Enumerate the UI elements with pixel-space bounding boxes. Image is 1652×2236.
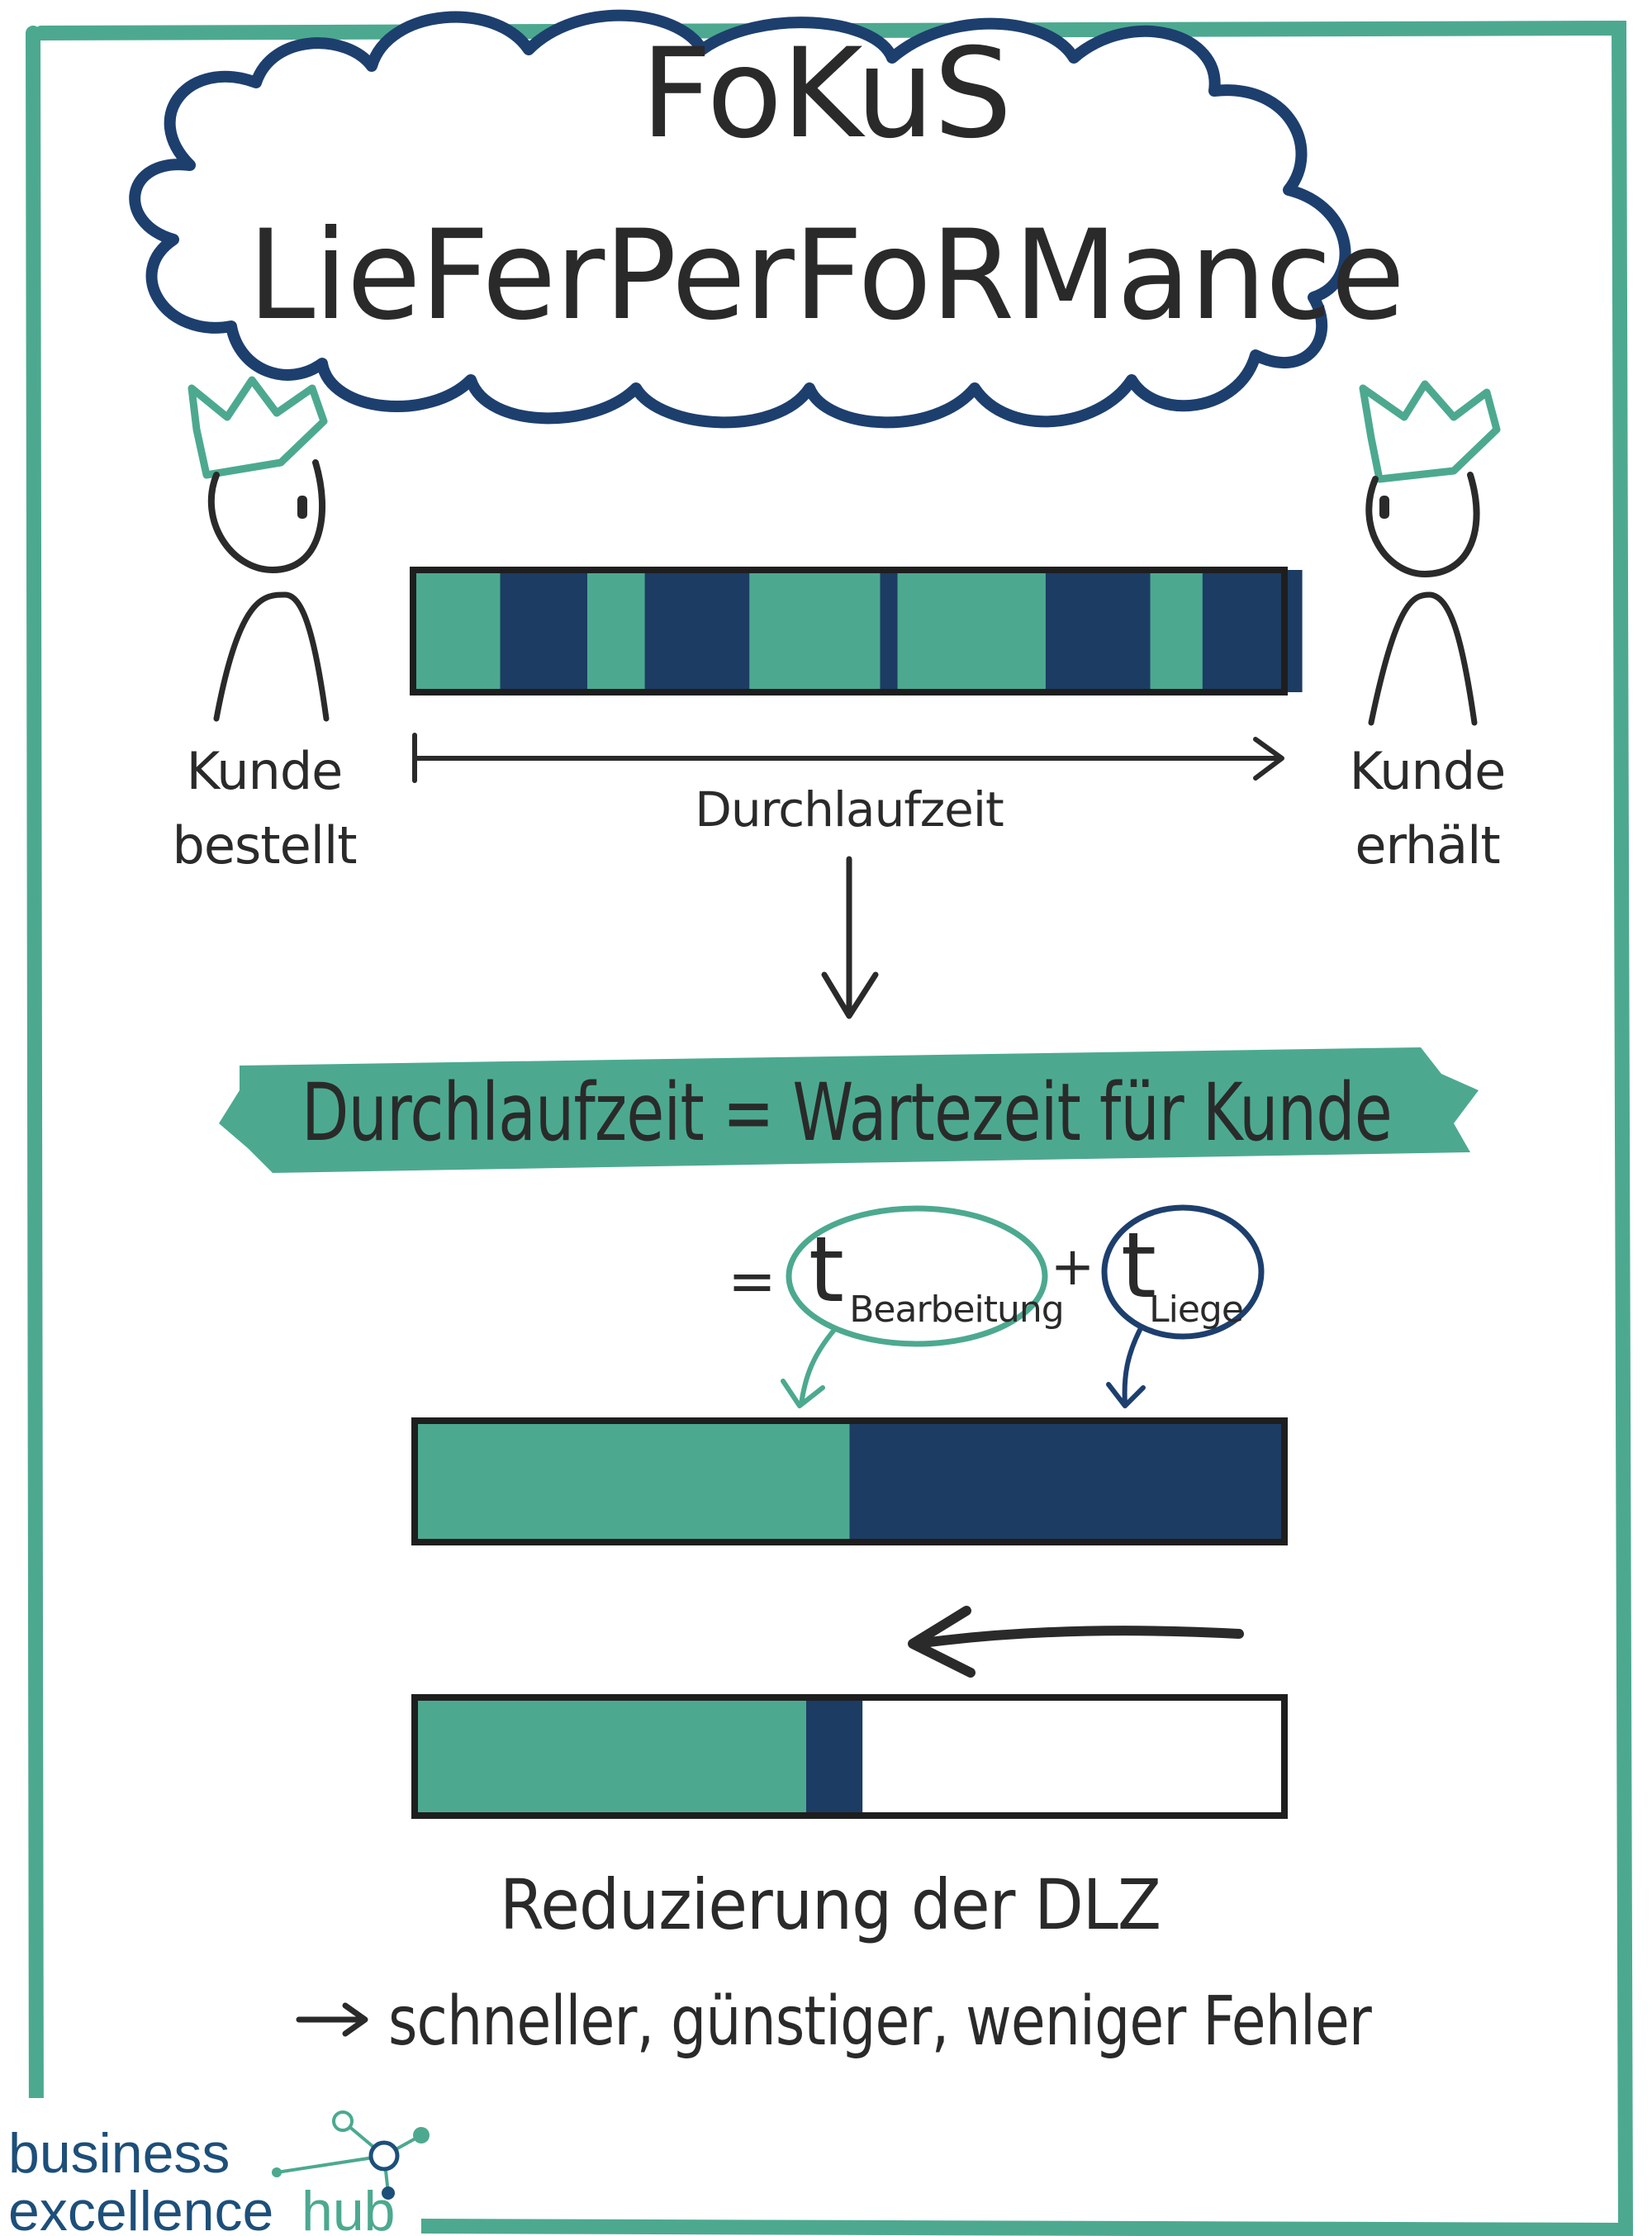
processing-time-segment (415, 1697, 806, 1816)
right-person-line1: Kunde (1350, 741, 1506, 801)
current-bar-outline (411, 1417, 1288, 1545)
timeline-label: Durchlaufzeit (695, 781, 1004, 838)
logo-hub: hub (301, 2180, 395, 2236)
processing-time-segment (415, 1421, 850, 1542)
processing-time-bubble (786, 1205, 1048, 1347)
network-icon (272, 2110, 430, 2200)
waiting-time-segment (849, 1421, 1284, 1542)
right-person-line2: erhält (1355, 815, 1499, 876)
title-line1: FoKuS (641, 22, 1012, 166)
formula-sub2: Liege (1149, 1289, 1243, 1331)
formula-plus: + (1051, 1237, 1094, 1298)
crown-icon (1359, 380, 1501, 483)
overview-segment-processing (1150, 570, 1203, 692)
left-customer-figure (188, 376, 330, 722)
eye-icon (1379, 496, 1389, 519)
crown-icon (188, 376, 328, 479)
body-icon (1368, 591, 1478, 726)
overview-segment-waiting (1045, 570, 1151, 692)
logo-business: business (8, 2122, 230, 2185)
overview-bar-outline (410, 567, 1288, 695)
left-person-line1: Kunde (187, 741, 343, 801)
title-cloud (129, 9, 1351, 429)
saved-time-segment (862, 1697, 1284, 1816)
left-person-line2: bestellt (172, 815, 356, 876)
benefits-text: schneller, günstiger, weniger Fehler (388, 1982, 1372, 2061)
head-icon (1365, 472, 1480, 578)
highlight-banner (219, 1047, 1479, 1173)
formula-equals: = (728, 1247, 776, 1315)
overview-segment-processing (749, 570, 881, 692)
overview-segment-waiting (644, 570, 750, 692)
reduction-title: Reduzierung der DLZ (500, 1864, 1161, 1945)
overview-segment-processing (587, 570, 646, 692)
overview-segment-processing (413, 570, 501, 692)
overview-segment-processing (897, 570, 1047, 692)
waiting-time-segment (805, 1697, 863, 1816)
down-arrow (821, 856, 879, 1019)
improved-throughput-bar (415, 1697, 1284, 1816)
current-throughput-bar (415, 1421, 1284, 1542)
right-arrow-icon (296, 2002, 368, 2037)
eye-icon (297, 496, 307, 519)
formula-sub1: Bearbeitung (849, 1289, 1064, 1331)
title-line2: LieFerPerFoRMance (248, 204, 1404, 348)
logo-excellence: excellence (8, 2180, 273, 2236)
formula-t1: t (809, 1217, 843, 1322)
improved-bar-outline (411, 1694, 1288, 1819)
banner-text: Durchlaufzeit = Wartezeit für Kunde (301, 1066, 1392, 1159)
waiting-pointer-arrow (1106, 1327, 1146, 1408)
overview-segment-waiting (500, 570, 588, 692)
processing-pointer-arrow (781, 1327, 837, 1408)
overview-process-bar (413, 570, 1303, 692)
right-customer-figure (1359, 380, 1501, 726)
reduction-arrow (908, 1606, 1244, 1678)
head-icon (207, 459, 326, 574)
overview-segment-waiting (880, 570, 899, 692)
formula-t2: t (1121, 1213, 1156, 1318)
body-icon (213, 591, 330, 722)
throughput-time-arrow (412, 733, 1284, 783)
waiting-time-bubble (1101, 1204, 1265, 1340)
